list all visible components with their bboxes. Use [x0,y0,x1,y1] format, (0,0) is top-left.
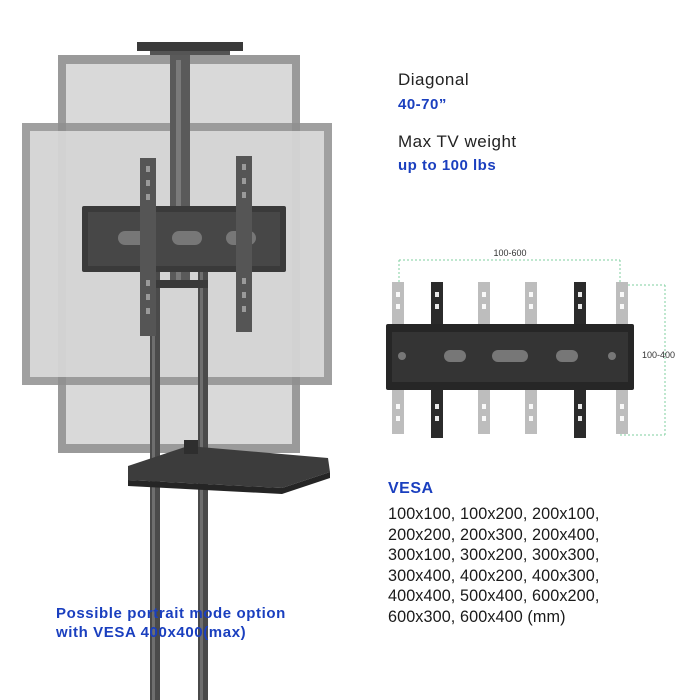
av-shelf [128,440,330,494]
height-dimension-label: 100-400 [642,350,675,360]
vesa-line: 200x200, 200x300, 200x400, [388,525,600,544]
vesa-title: VESA [388,480,434,497]
vesa-line: 300x400, 400x200, 400x300, [388,566,600,585]
portrait-mode-note: Possible portrait mode option with VESA … [56,604,356,642]
max-weight-value: up to 100 lbs [398,157,497,174]
width-dimension-label: 100-600 [493,248,526,258]
portrait-note-line1: Possible portrait mode option [56,605,286,622]
height-dimension-line [620,284,666,436]
diagonal-label: Diagonal [398,70,470,89]
diagonal-value: 40-70” [398,96,447,113]
tv-stand-illustration [22,42,332,700]
bracket-plate [386,324,634,390]
vesa-line: 600x300, 600x400 (mm) [388,607,566,626]
max-weight-label: Max TV weight [398,132,517,151]
vesa-line: 400x400, 500x400, 600x200, [388,587,600,606]
vesa-size-list: 100x100, 100x200, 200x100, 200x200, 200x… [388,504,688,628]
top-shelf [137,42,243,55]
vesa-line: 300x100, 300x200, 300x300, [388,546,600,565]
mount-bracket [82,156,286,336]
vesa-bracket-diagram: 100-600 100-400 [386,248,675,438]
width-dimension-line [398,259,621,285]
portrait-note-line2: with VESA 400x400(max) [56,624,247,641]
vesa-line: 100x100, 100x200, 200x100, [388,505,600,523]
